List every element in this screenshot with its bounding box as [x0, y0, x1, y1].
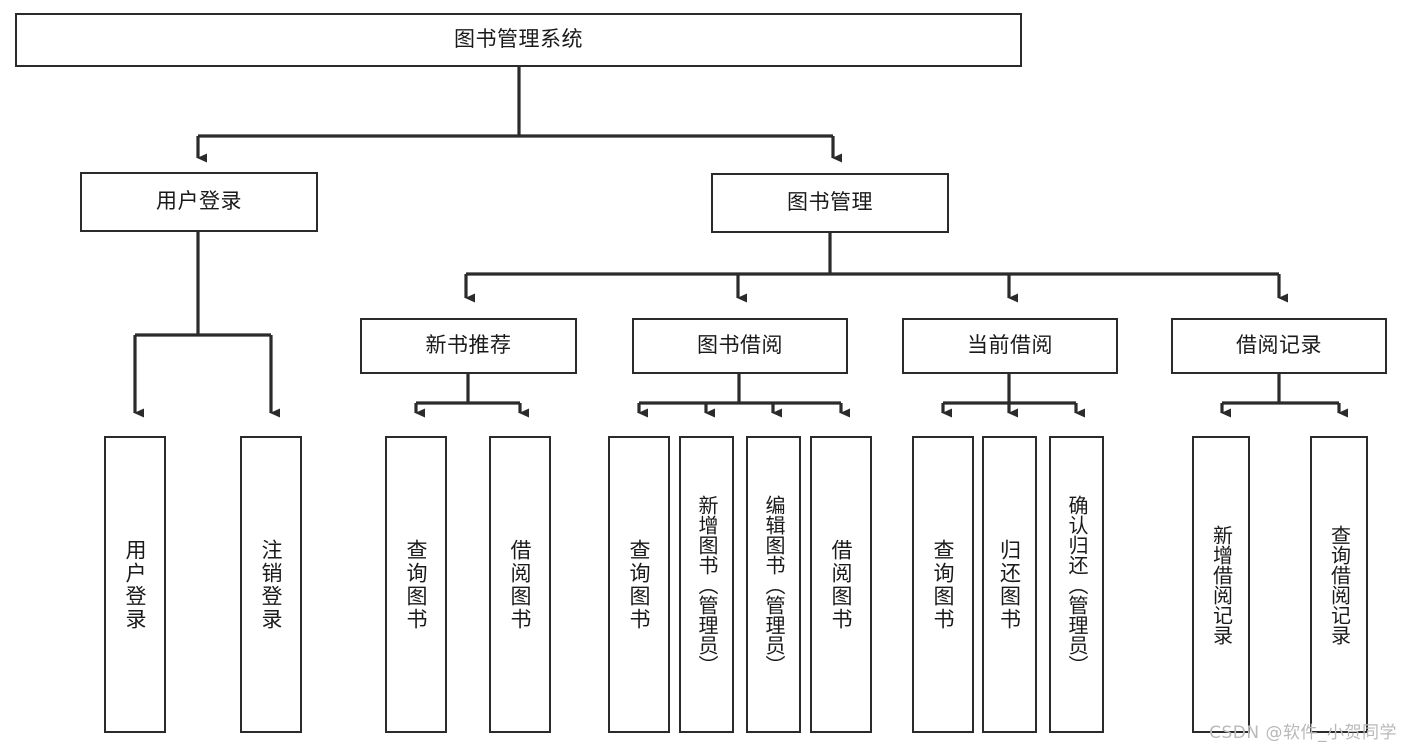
node-label: 确认归还（管理员） — [1065, 494, 1089, 675]
leaf-book-borrow-add-admin[interactable]: 新增图书（管理员） — [679, 436, 734, 733]
leaf-borrow-record-add[interactable]: 新增借阅记录 — [1192, 436, 1250, 733]
node-label: 借阅图书 — [508, 538, 533, 631]
node-label: 图书管理 — [787, 190, 873, 215]
leaf-borrow-record-query[interactable]: 查询借阅记录 — [1310, 436, 1368, 733]
node-label: 查询图书 — [931, 538, 956, 631]
leaf-current-borrow-confirm-admin[interactable]: 确认归还（管理员） — [1049, 436, 1104, 733]
leaf-book-borrow-edit-admin[interactable]: 编辑图书（管理员） — [746, 436, 801, 733]
leaf-user-login-login[interactable]: 用户登录 — [104, 436, 166, 733]
leaf-book-borrow-query[interactable]: 查询图书 — [608, 436, 670, 733]
node-new-book-recommend[interactable]: 新书推荐 — [360, 318, 577, 374]
node-root-book-management-system[interactable]: 图书管理系统 — [15, 13, 1022, 67]
node-user-login[interactable]: 用户登录 — [80, 172, 318, 232]
node-borrow-record[interactable]: 借阅记录 — [1171, 318, 1387, 374]
leaf-new-book-borrow[interactable]: 借阅图书 — [489, 436, 551, 733]
node-label: 查询图书 — [627, 538, 652, 631]
node-book-management[interactable]: 图书管理 — [711, 173, 949, 233]
node-label: 归还图书 — [997, 538, 1022, 631]
node-label: 注销登录 — [259, 538, 284, 631]
watermark-text: CSDN @软件_小贺同学 — [1209, 723, 1397, 743]
leaf-new-book-query[interactable]: 查询图书 — [385, 436, 447, 733]
leaf-current-borrow-return[interactable]: 归还图书 — [982, 436, 1037, 733]
node-label: 查询借阅记录 — [1327, 524, 1352, 645]
node-label: 图书管理系统 — [454, 27, 583, 52]
node-label: 新增图书（管理员） — [695, 494, 719, 675]
node-label: 借阅记录 — [1236, 333, 1322, 358]
node-label: 用户登录 — [123, 538, 148, 631]
leaf-user-login-logout[interactable]: 注销登录 — [240, 436, 302, 733]
leaf-book-borrow-borrow[interactable]: 借阅图书 — [810, 436, 872, 733]
node-label: 查询图书 — [404, 538, 429, 631]
node-label: 借阅图书 — [829, 538, 854, 631]
leaf-current-borrow-query[interactable]: 查询图书 — [912, 436, 974, 733]
node-current-borrow[interactable]: 当前借阅 — [902, 318, 1118, 374]
node-label: 编辑图书（管理员） — [762, 494, 786, 675]
node-label: 新书推荐 — [425, 333, 512, 358]
node-label: 用户登录 — [156, 189, 242, 214]
node-book-borrow[interactable]: 图书借阅 — [632, 318, 848, 374]
node-label: 图书借阅 — [697, 333, 783, 358]
node-label: 新增借阅记录 — [1209, 524, 1234, 645]
node-label: 当前借阅 — [967, 333, 1053, 358]
